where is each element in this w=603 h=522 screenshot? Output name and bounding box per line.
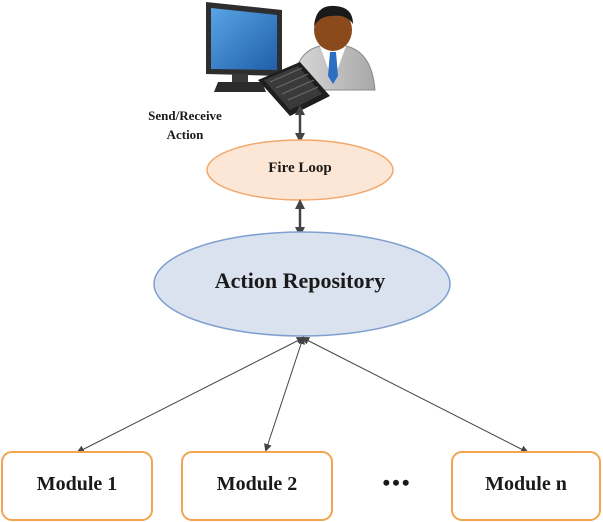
module-1-label: Module 1 [36,473,118,495]
fire-loop-label: Fire Loop [268,160,332,176]
action-repository-label: Action Repository [214,268,386,293]
ellipsis-more-modules: ••• [382,470,412,495]
module-2-box [181,451,333,521]
module-1-box [1,451,153,521]
module-2-label: Module 2 [216,473,298,495]
module-n-label: Module n [485,473,567,495]
send-receive-label: Send/Receive Action [140,106,230,144]
arrow-repository-module-n [301,337,529,453]
user-at-computer-icon [206,2,376,116]
send-receive-line-2: Action [166,127,204,142]
monitor-icon [206,2,282,92]
arrow-repository-module-1 [76,337,305,453]
send-receive-line-1: Send/Receive [148,108,222,123]
arrow-repository-module-2 [264,336,305,452]
keyboard-icon [258,62,330,116]
module-n-box [451,451,601,521]
action-repository-node [153,231,451,337]
